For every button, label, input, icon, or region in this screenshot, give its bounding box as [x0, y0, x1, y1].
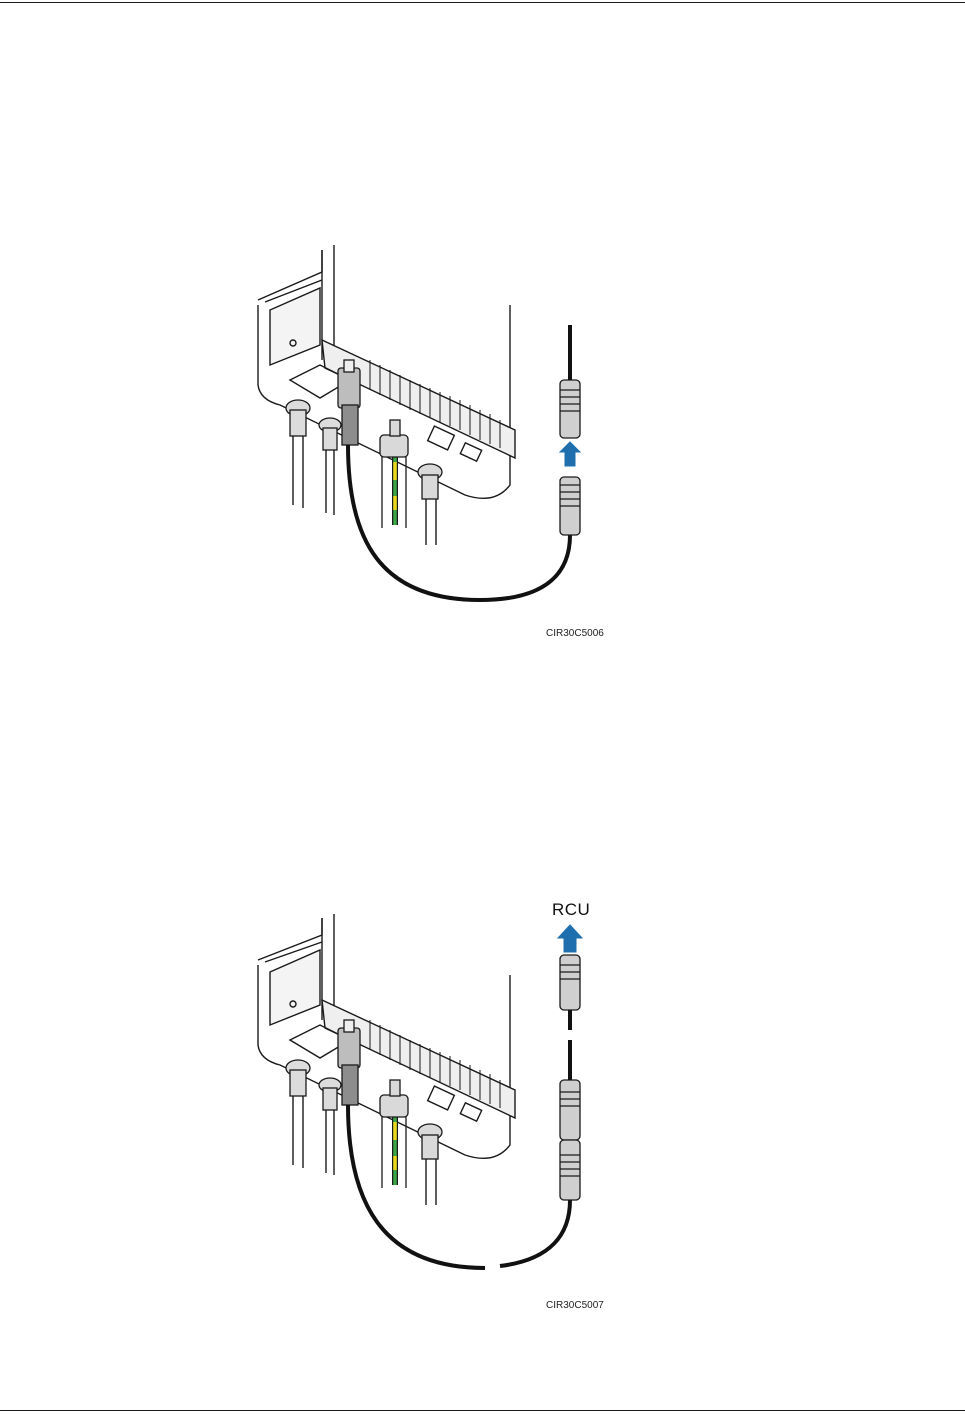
aisg-jumper-cable-continued — [500, 1200, 570, 1266]
ground-connector — [380, 420, 442, 499]
figure-1-illustration — [230, 240, 650, 670]
jumper-joint-connectors — [560, 1080, 580, 1200]
left-connectors — [286, 400, 341, 450]
ground-connector — [380, 1080, 442, 1159]
figure-2-illustration — [230, 900, 650, 1330]
disconnect-arrow-icon — [560, 442, 580, 466]
rru-housing — [258, 245, 515, 498]
figure-2-connect-rcu: RCU — [230, 900, 650, 1330]
aisg-jumper-cable — [348, 445, 570, 600]
header-rule — [0, 2, 965, 3]
right-cable — [426, 499, 436, 545]
jumper-plug — [560, 477, 580, 535]
footer-rule — [0, 1410, 965, 1411]
ground-cable — [382, 450, 406, 528]
rcu-arrow-icon — [558, 925, 582, 952]
rru-housing — [258, 914, 515, 1158]
aisg-port-connector — [338, 360, 360, 445]
rcu-cable-connector — [560, 380, 580, 438]
ground-cable — [382, 1110, 406, 1188]
rcu-connector — [560, 955, 580, 1010]
aisg-port-connector — [338, 1020, 360, 1105]
figure-2-id: CIR30C5007 — [546, 1300, 604, 1311]
left-connectors — [286, 1060, 341, 1110]
figure-1-disconnect: CIR30C5006 — [230, 240, 650, 670]
figure-1-id: CIR30C5006 — [546, 628, 604, 639]
aisg-jumper-cable — [348, 1105, 485, 1268]
right-cable — [426, 1159, 436, 1205]
